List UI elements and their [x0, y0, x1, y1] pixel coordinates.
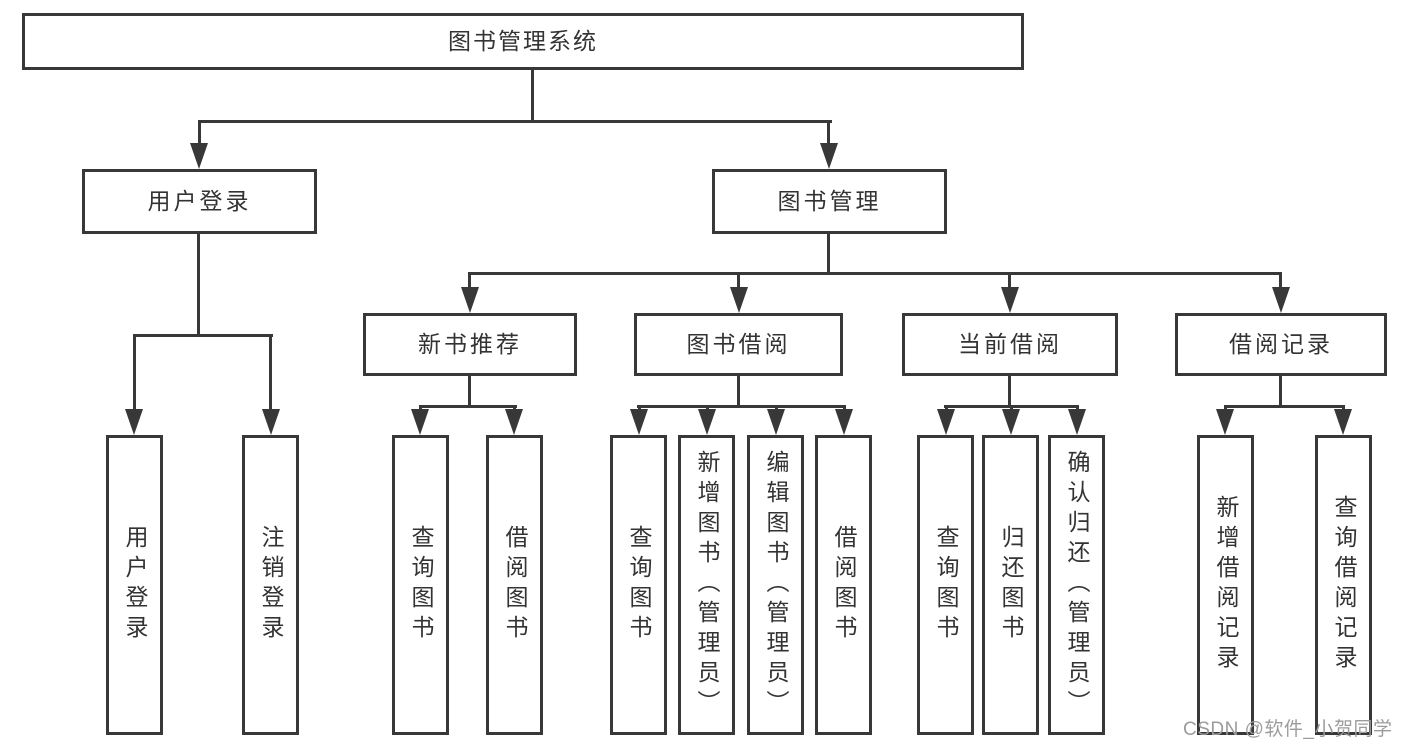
- node-user-login: 用户登录: [82, 169, 317, 234]
- leaf-user-login-label: 用户登录: [122, 525, 148, 645]
- arrow-down-icon: [835, 409, 853, 435]
- connector-arrow-stem: [737, 272, 740, 288]
- leaf-query-book-1: 查询图书: [392, 435, 449, 735]
- leaf-add-borrow-record: 新增借阅记录: [1197, 435, 1254, 735]
- node-borrow-records-label: 借阅记录: [1229, 331, 1333, 357]
- connector-arrow-stem: [775, 405, 778, 412]
- connector-group-hline: [1224, 405, 1345, 408]
- connector-arrow-stem: [827, 120, 830, 146]
- arrow-down-icon: [1068, 409, 1086, 435]
- node-book-management-label: 图书管理: [777, 188, 882, 214]
- node-new-book-recommend-label: 新书推荐: [418, 331, 522, 357]
- arrow-down-icon: [820, 143, 838, 169]
- arrow-down-icon: [125, 409, 143, 435]
- leaf-return-book-label: 归还图书: [998, 525, 1024, 645]
- arrow-down-icon: [937, 409, 955, 435]
- node-user-login-label: 用户登录: [147, 188, 252, 214]
- connector-arrow-stem: [638, 405, 641, 412]
- connector-userlogin-stem: [197, 234, 200, 334]
- connector-l1-hline: [198, 120, 832, 123]
- leaf-borrow-book-2: 借阅图书: [815, 435, 872, 735]
- arrow-down-icon: [1002, 409, 1020, 435]
- connector-arrow-stem: [706, 405, 709, 412]
- leaf-borrow-book-2-label: 借阅图书: [831, 525, 857, 645]
- leaf-borrow-book-1: 借阅图书: [486, 435, 543, 735]
- node-book-borrow-label: 图书借阅: [686, 331, 791, 357]
- connector-arrow-stem: [269, 334, 272, 410]
- leaf-borrow-book-1-label: 借阅图书: [502, 525, 528, 645]
- arrow-down-icon: [1272, 287, 1290, 313]
- leaf-confirm-return: 确认归还（管理员）: [1048, 435, 1105, 735]
- leaf-logout-label: 注销登录: [258, 525, 284, 645]
- arrow-down-icon: [1001, 287, 1019, 313]
- node-current-borrow-label: 当前借阅: [958, 331, 1062, 357]
- leaf-return-book: 归还图书: [982, 435, 1039, 735]
- arrow-down-icon: [767, 409, 785, 435]
- connector-group-hline: [419, 405, 517, 408]
- connector-arrow-stem: [513, 405, 516, 412]
- node-book-borrow: 图书借阅: [634, 313, 843, 376]
- connector-arrow-stem: [1279, 272, 1282, 288]
- connector-arrow-stem: [419, 405, 422, 412]
- leaf-user-login: 用户登录: [106, 435, 163, 735]
- connector-arrow-stem: [843, 405, 846, 412]
- connector-userlogin-hline: [133, 334, 273, 337]
- connector-group-stem: [737, 376, 740, 405]
- arrow-down-icon: [190, 143, 208, 169]
- arrow-down-icon: [1216, 409, 1234, 435]
- connector-arrow-stem: [198, 120, 201, 146]
- leaf-edit-book: 编辑图书（管理员）: [747, 435, 804, 735]
- connector-group-stem: [1008, 376, 1011, 405]
- arrow-down-icon: [505, 409, 523, 435]
- node-root-system: 图书管理系统: [22, 13, 1024, 70]
- node-current-borrow: 当前借阅: [902, 313, 1118, 376]
- leaf-query-book-1-label: 查询图书: [408, 525, 434, 645]
- node-borrow-records: 借阅记录: [1175, 313, 1387, 376]
- connector-root-stem: [531, 68, 534, 120]
- connector-group-hline: [637, 405, 846, 408]
- leaf-add-borrow-record-label: 新增借阅记录: [1213, 495, 1239, 675]
- connector-bookmgmt-stem: [827, 234, 830, 272]
- arrow-down-icon: [262, 409, 280, 435]
- node-book-management: 图书管理: [712, 169, 947, 234]
- arrow-down-icon: [1334, 409, 1352, 435]
- leaf-query-book-3-label: 查询图书: [933, 525, 959, 645]
- arrow-down-icon: [411, 409, 429, 435]
- arrow-down-icon: [461, 287, 479, 313]
- leaf-query-book-2: 查询图书: [610, 435, 667, 735]
- connector-group-stem: [468, 376, 471, 405]
- connector-arrow-stem: [133, 334, 136, 410]
- connector-l3-hline: [469, 272, 1282, 275]
- leaf-add-book: 新增图书（管理员）: [678, 435, 735, 735]
- csdn-watermark: CSDN @软件_小贺同学: [1183, 719, 1393, 740]
- connector-arrow-stem: [1010, 405, 1013, 412]
- leaf-confirm-return-label: 确认归还（管理员）: [1064, 450, 1090, 720]
- leaf-query-borrow-record: 查询借阅记录: [1315, 435, 1372, 735]
- connector-arrow-stem: [1076, 405, 1079, 412]
- arrow-down-icon: [630, 409, 648, 435]
- leaf-query-book-2-label: 查询图书: [626, 525, 652, 645]
- connector-arrow-stem: [1342, 405, 1345, 412]
- node-root-label: 图书管理系统: [448, 28, 598, 54]
- arrow-down-icon: [730, 287, 748, 313]
- leaf-query-borrow-record-label: 查询借阅记录: [1331, 495, 1357, 675]
- leaf-query-book-3: 查询图书: [917, 435, 974, 735]
- leaf-logout: 注销登录: [242, 435, 299, 735]
- connector-group-stem: [1279, 376, 1282, 405]
- arrow-down-icon: [698, 409, 716, 435]
- connector-arrow-stem: [1008, 272, 1011, 288]
- node-new-book-recommend: 新书推荐: [363, 313, 577, 376]
- connector-arrow-stem: [468, 272, 471, 288]
- connector-arrow-stem: [945, 405, 948, 412]
- leaf-edit-book-label: 编辑图书（管理员）: [763, 450, 789, 720]
- leaf-add-book-label: 新增图书（管理员）: [694, 450, 720, 720]
- connector-arrow-stem: [1224, 405, 1227, 412]
